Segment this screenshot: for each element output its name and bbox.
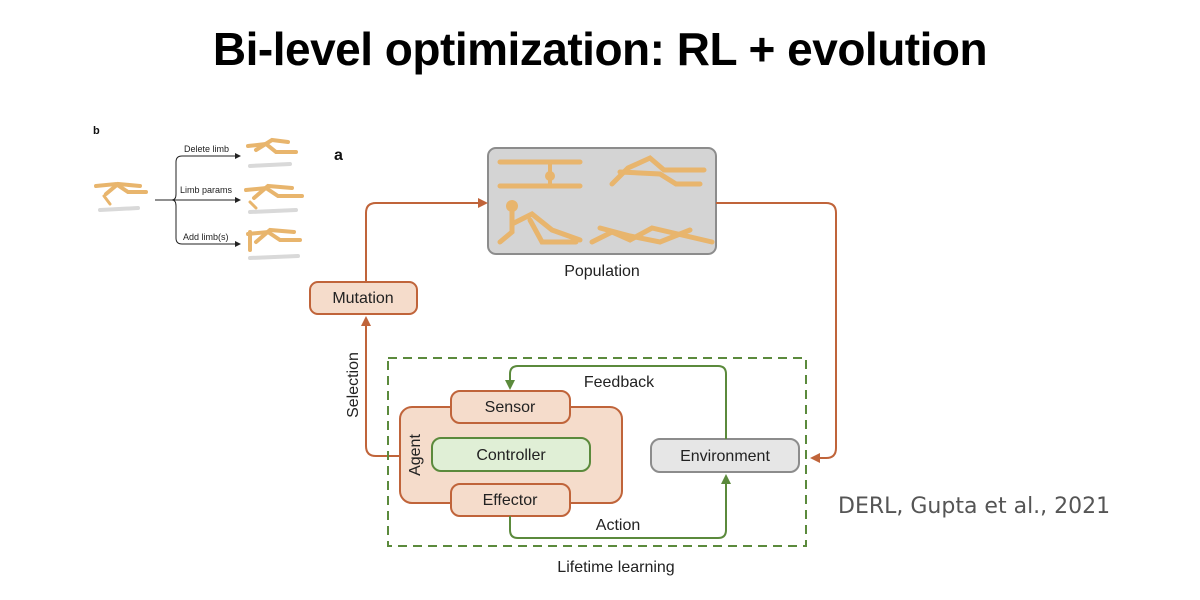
citation: DERL, Gupta et al., 2021	[838, 494, 1111, 519]
agent-label: Agent	[407, 434, 424, 476]
feedback-label: Feedback	[584, 374, 655, 391]
population-creatures-icon	[497, 155, 715, 245]
mutation-delete-limb: Delete limb	[184, 144, 229, 154]
mutant-add-limbs-icon	[246, 227, 302, 260]
action-arrow	[509, 474, 731, 539]
slide-title: Bi-level optimization: RL + evolution	[212, 23, 988, 75]
feedback-arrow	[505, 365, 727, 439]
mutation-add-limbs: Add limb(s)	[183, 232, 229, 242]
mutant-delete-limb-icon	[246, 137, 298, 168]
sensor-box	[450, 390, 571, 424]
effector-label: Effector	[483, 492, 539, 509]
sensor-label: Sensor	[485, 399, 536, 416]
mutation-box	[309, 281, 418, 315]
panel-b-label: b	[93, 125, 100, 137]
source-creature-icon	[94, 181, 148, 212]
controller-box	[431, 437, 591, 472]
mutation-branches	[155, 153, 241, 247]
lifetime-learning-region	[387, 357, 807, 547]
panel-a-label: a	[334, 147, 343, 164]
environment-label: Environment	[680, 448, 770, 465]
panel-a: a Population Mutation	[309, 147, 837, 576]
mutation-label: Mutation	[332, 290, 393, 307]
panel-b: b Delete limb Limb params Add limb(s)	[93, 125, 304, 260]
population-to-environment-arrow	[716, 202, 837, 463]
selection-label: Selection	[345, 352, 362, 418]
controller-label: Controller	[476, 447, 546, 464]
lifetime-learning-label: Lifetime learning	[557, 559, 674, 576]
population-label: Population	[564, 263, 640, 280]
mutant-limb-params-icon	[244, 183, 304, 214]
mutation-to-population-arrow	[365, 198, 488, 284]
action-label: Action	[596, 517, 640, 534]
mutation-limb-params: Limb params	[180, 185, 233, 195]
selection-arrow	[361, 316, 400, 457]
